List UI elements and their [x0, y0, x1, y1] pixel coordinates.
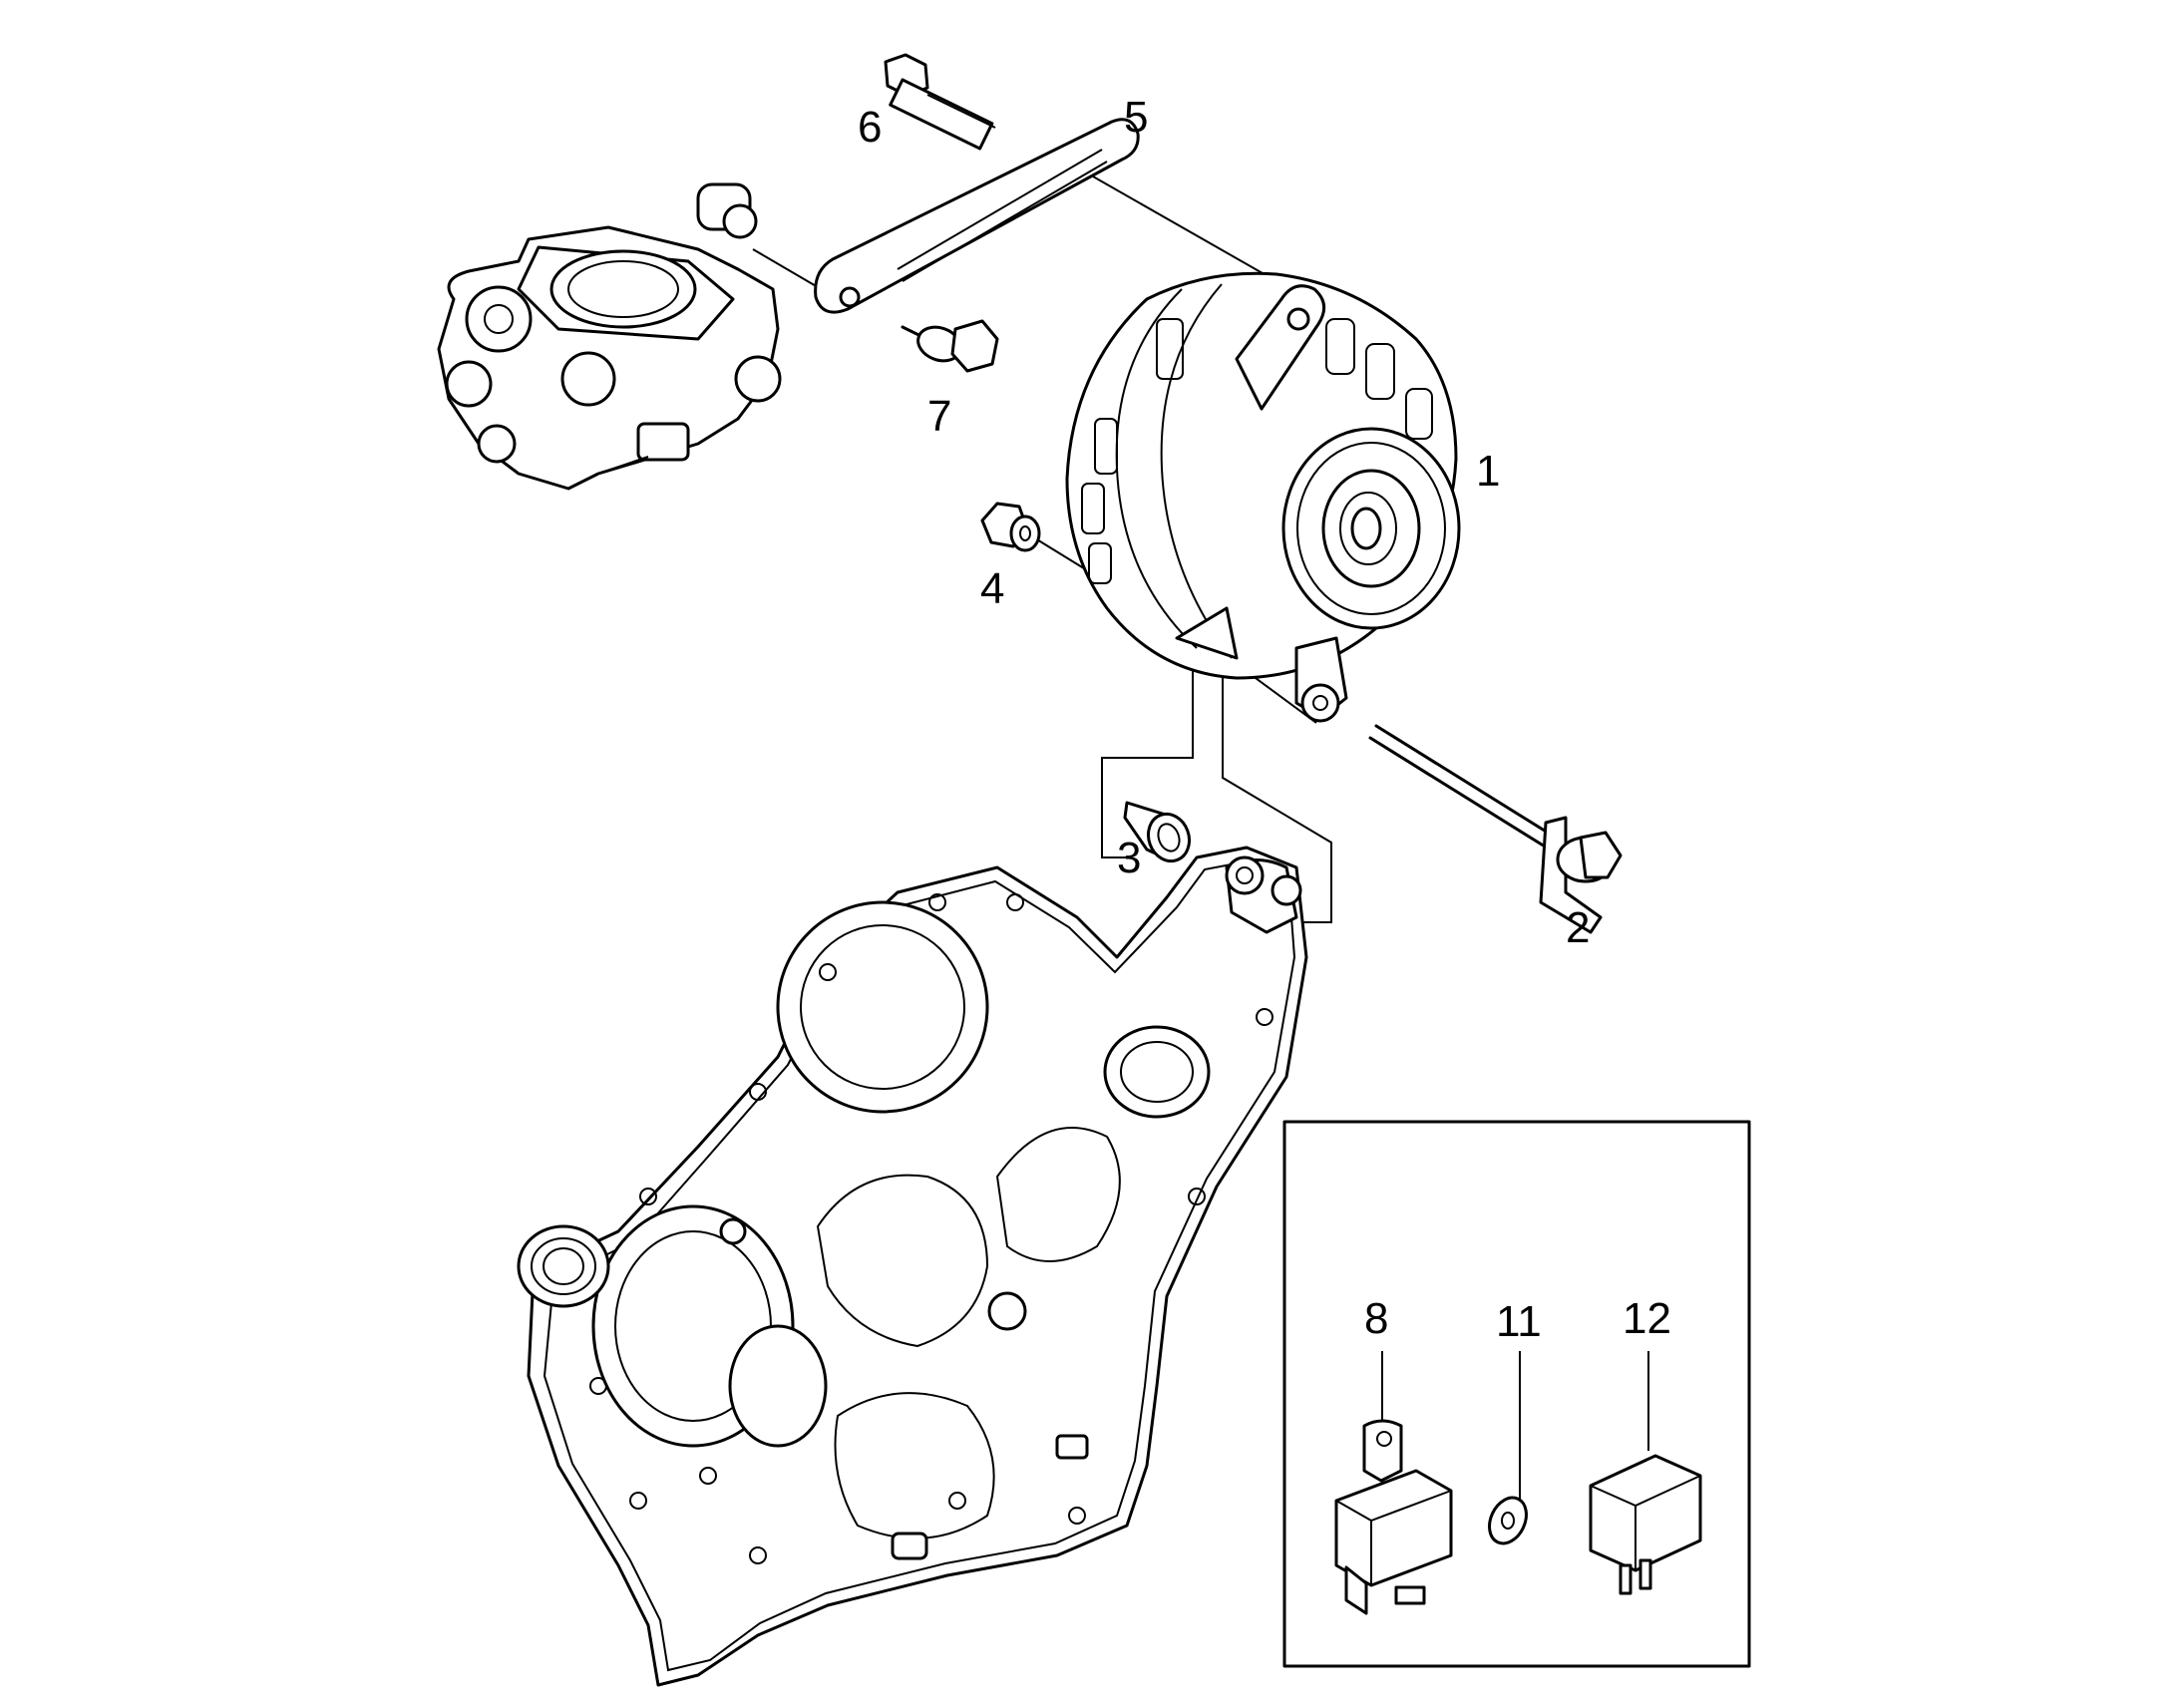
callout-1: 1 [1476, 447, 1500, 496]
relay-8 [1334, 1351, 1453, 1615]
callout-6: 6 [858, 103, 882, 152]
callout-8: 8 [1364, 1294, 1388, 1343]
timing-cover [517, 846, 1308, 1687]
washer-11 [1488, 1351, 1528, 1545]
callout-labels: 1 2 3 4 5 6 7 8 11 12 [858, 93, 1671, 1346]
alternator-1 [1065, 271, 1461, 723]
callout-7: 7 [927, 392, 951, 441]
callout-3: 3 [1117, 834, 1141, 882]
bolt-6 [884, 53, 996, 151]
thermostat-housing [437, 182, 782, 491]
callout-5: 5 [1124, 93, 1148, 142]
nut-4 [980, 502, 1041, 552]
callout-4: 4 [980, 564, 1004, 613]
bushing-3 [1123, 801, 1192, 863]
bracket-5 [814, 118, 1140, 314]
bolt-7 [901, 319, 999, 373]
relay-12 [1589, 1351, 1702, 1595]
relay-inset [1282, 1120, 1751, 1668]
bolt-2 [1368, 724, 1623, 934]
callout-11: 11 [1496, 1297, 1542, 1346]
callout-2: 2 [1566, 903, 1590, 952]
callout-12: 12 [1623, 1294, 1671, 1343]
